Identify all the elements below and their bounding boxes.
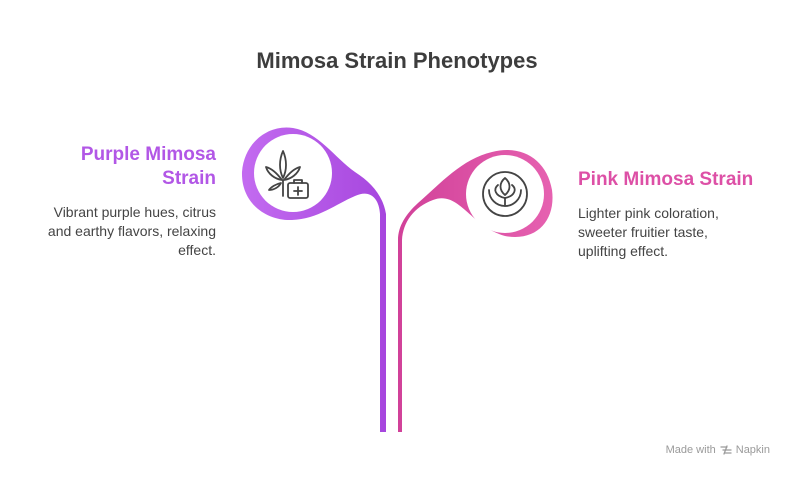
purple-heading-line-1: Purple Mimosa [80,144,216,165]
cannabis-medical-icon [265,150,309,199]
page-title: Mimosa Strain Phenotypes [256,48,538,73]
napkin-brand: Napkin [735,444,770,456]
purple-desc-line-1: Vibrant purple hues, citrus [53,204,216,220]
purple-mimosa-heading: Purple Mimosa Strain [20,143,216,191]
purple-mimosa-block: Purple Mimosa Strain Vibrant purple hues… [20,143,216,260]
pink-desc-line-1: Lighter pink coloration, [578,205,719,221]
leaf-circle-icon [482,171,528,217]
made-with-napkin[interactable]: Made with Napkin [666,444,770,456]
made-with-label: Made with [665,444,716,456]
pink-desc-line-3: uplifting effect. [578,243,669,259]
purple-desc-line-3: effect. [178,242,216,258]
pink-mimosa-description: Lighter pink coloration, sweeter fruitie… [578,204,778,261]
pink-mimosa-heading: Pink Mimosa Strain [578,169,754,190]
purple-desc-line-2: and earthy flavors, relaxing [47,223,216,239]
napkin-logo-icon [720,445,732,455]
purple-mimosa-description: Vibrant purple hues, citrus and earthy f… [20,203,216,260]
purple-heading-line-2: Strain [162,168,216,189]
pink-desc-line-2: sweeter fruitier taste, [578,224,708,240]
pink-mimosa-block: Pink Mimosa Strain Lighter pink colorati… [578,168,778,261]
purple-icon-disc [254,134,332,212]
